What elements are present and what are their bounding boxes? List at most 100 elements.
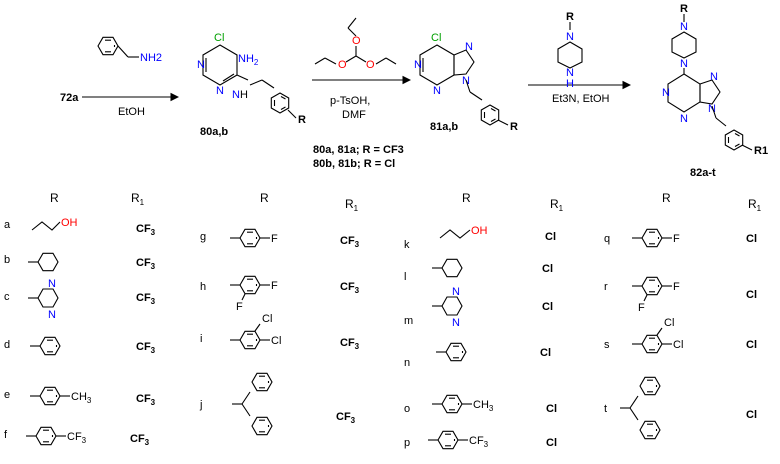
svg-text:CF3: CF3 — [340, 235, 360, 249]
svg-text:N: N — [48, 278, 56, 290]
header-r1-col1: R1 — [131, 191, 145, 207]
svg-text:CF3: CF3 — [130, 433, 150, 447]
triethyl-orthoformate-structure: O O O — [314, 17, 397, 71]
row-id: p — [404, 437, 410, 449]
row-n: n Cl — [404, 342, 551, 369]
compound-80-label: 80a,b — [200, 126, 228, 138]
svg-text:Cl: Cl — [542, 301, 553, 313]
svg-text:F: F — [673, 281, 680, 293]
row-id: e — [4, 389, 10, 401]
step2-note1: 80a, 81a; R = CF3 — [313, 144, 404, 156]
compound-81-label: 81a,b — [430, 121, 458, 133]
row-id: q — [604, 233, 610, 245]
svg-text:OH: OH — [471, 225, 488, 237]
step2-note2: 80b, 81b; R = Cl — [313, 158, 395, 170]
svg-text:R: R — [298, 114, 306, 126]
row-d: d CF3 — [4, 336, 156, 356]
row-id: m — [404, 315, 413, 327]
svg-text:N: N — [452, 286, 460, 298]
svg-text:R1: R1 — [754, 145, 768, 157]
svg-text:Cl: Cl — [546, 437, 557, 449]
svg-text:N: N — [48, 309, 56, 321]
row-id: j — [199, 399, 202, 411]
svg-text:O: O — [352, 35, 361, 47]
svg-text:N: N — [216, 85, 224, 97]
svg-text:F: F — [271, 233, 278, 245]
row-id: o — [404, 403, 410, 415]
svg-text:Cl: Cl — [746, 339, 757, 351]
svg-text:Cl: Cl — [746, 409, 757, 421]
svg-text:R: R — [680, 3, 688, 15]
svg-text:CF3: CF3 — [340, 337, 360, 351]
row-s: s Cl Cl Cl — [604, 317, 757, 354]
svg-text:Cl: Cl — [546, 403, 557, 415]
svg-text:R: R — [566, 11, 574, 23]
svg-text:R: R — [510, 121, 518, 133]
svg-text:CF3: CF3 — [136, 393, 156, 407]
svg-text:N: N — [566, 67, 574, 79]
compound-82-structure: R N N N N N N R1 — [662, 3, 768, 157]
row-a: a OH CF3 — [4, 217, 156, 237]
svg-text:NH2: NH2 — [238, 53, 259, 67]
start-compound: 72a — [60, 92, 79, 104]
svg-text:N: N — [680, 58, 688, 70]
svg-text:F: F — [271, 280, 278, 292]
row-l: l Cl — [404, 258, 553, 283]
row-c: c N N CF3 — [4, 278, 156, 321]
svg-text:N: N — [465, 41, 473, 53]
svg-text:N: N — [566, 31, 574, 43]
svg-text:Cl: Cl — [540, 347, 551, 359]
svg-text:O: O — [338, 59, 347, 71]
row-id: g — [200, 231, 206, 243]
row-j: j CF3 — [199, 372, 356, 436]
header-r-col2: R — [260, 191, 269, 205]
svg-text:CF3: CF3 — [136, 292, 156, 306]
svg-text:Cl: Cl — [664, 317, 674, 329]
svg-text:F: F — [673, 233, 680, 245]
svg-text:N: N — [708, 103, 716, 115]
header-r1-col2: R1 — [345, 197, 359, 213]
svg-text:CH3: CH3 — [473, 399, 494, 413]
row-id: r — [604, 281, 608, 293]
svg-text:Cl: Cl — [431, 32, 441, 44]
header-r-col4: R — [662, 191, 671, 205]
svg-text:F: F — [236, 301, 243, 313]
svg-text:Cl: Cl — [746, 233, 757, 245]
svg-text:CF3: CF3 — [67, 431, 87, 445]
compound-82-label: 82a-t — [690, 167, 716, 179]
step3-reagent: Et3N, EtOH — [552, 93, 610, 105]
header-r1-col3: R1 — [550, 197, 564, 213]
svg-text:CH3: CH3 — [71, 391, 92, 405]
svg-text:N: N — [662, 87, 670, 99]
row-i: i Cl Cl CF3 — [200, 313, 360, 351]
svg-text:N: N — [197, 59, 205, 71]
svg-text:N: N — [414, 59, 422, 71]
row-id: k — [404, 239, 410, 251]
step2-reagent1: p-TsOH, — [330, 95, 370, 107]
svg-text:CF3: CF3 — [136, 341, 156, 355]
svg-text:F: F — [638, 302, 645, 314]
row-m: m N N Cl — [404, 286, 553, 329]
step1-solvent: EtOH — [118, 106, 145, 118]
row-id: h — [200, 281, 206, 293]
svg-text:Cl: Cl — [673, 339, 683, 351]
amine-label: NH2 — [140, 52, 162, 64]
svg-text:O: O — [366, 59, 375, 71]
svg-text:N: N — [232, 89, 240, 101]
svg-text:Cl: Cl — [262, 313, 272, 325]
row-id: d — [4, 339, 10, 351]
svg-text:CF3: CF3 — [336, 411, 356, 425]
svg-text:N: N — [680, 113, 688, 125]
row-f: f CF3 CF3 — [4, 426, 150, 447]
svg-text:Cl: Cl — [746, 289, 757, 301]
header-r-col1: R — [50, 191, 59, 205]
svg-text:CF3: CF3 — [340, 281, 360, 295]
piperazine-structure: R N N H — [557, 11, 583, 90]
svg-text:Cl: Cl — [545, 231, 556, 243]
row-o: o CH3 Cl — [404, 394, 557, 415]
row-id: a — [4, 219, 11, 231]
svg-text:Cl: Cl — [214, 32, 224, 44]
row-id: b — [4, 254, 10, 266]
svg-text:OH: OH — [61, 217, 78, 229]
row-t: t Cl — [604, 376, 757, 440]
